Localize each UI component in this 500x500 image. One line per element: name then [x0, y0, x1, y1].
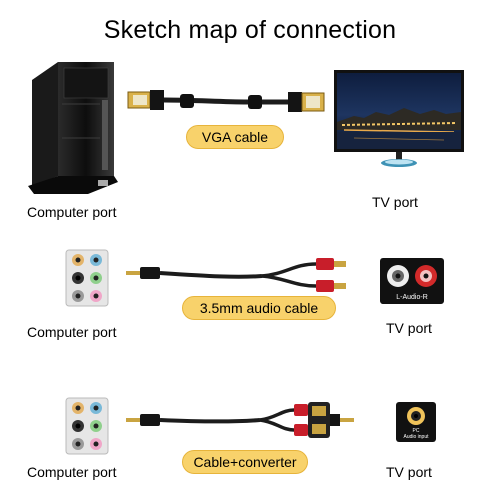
computer-port-label-2: Computer port — [27, 324, 117, 340]
tv-pc-port-text-1: PC — [413, 428, 420, 434]
tv-audio-panel-text: L-Audio-R — [396, 294, 428, 301]
cable-with-converter — [126, 402, 354, 438]
vga-cable — [127, 90, 325, 112]
audio-y-cable — [126, 258, 346, 292]
vga-cable-label: VGA cable — [186, 125, 284, 149]
tv-rca-jacks-icon: L-Audio-R — [380, 258, 444, 304]
computer-audio-ports-icon — [65, 249, 109, 307]
tv-pc-port-text-2: Audio input — [403, 434, 429, 440]
converter-cable-label: Cable+converter — [182, 450, 308, 474]
computer-audio-ports-icon-2 — [65, 397, 109, 455]
tv-port-label-2: TV port — [386, 320, 432, 336]
tv-monitor-icon — [334, 70, 464, 167]
computer-port-label-1: Computer port — [27, 204, 117, 220]
tv-pc-audio-input-icon: PC Audio input — [396, 402, 436, 442]
audio-cable-label: 3.5mm audio cable — [182, 296, 336, 320]
tv-port-label-3: TV port — [386, 464, 432, 480]
tv-port-label-1: TV port — [372, 194, 418, 210]
computer-port-label-3: Computer port — [27, 464, 117, 480]
diagram-title: Sketch map of connection — [103, 16, 397, 44]
computer-tower-icon — [28, 62, 118, 194]
